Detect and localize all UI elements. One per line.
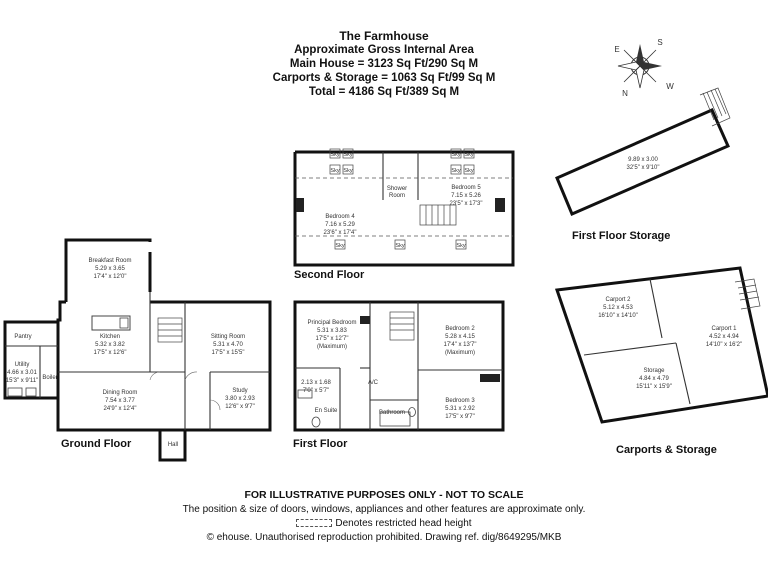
breakfast-room-imperial: 17'4" x 12'0" xyxy=(94,274,127,280)
compass-e: E xyxy=(614,45,619,54)
shower-room-label: Shower xyxy=(387,186,407,192)
disclaimer-heading: FOR ILLUSTRATIVE PURPOSES ONLY - NOT TO … xyxy=(244,489,524,501)
sky-label: Sky xyxy=(464,168,473,174)
sky-label: Sky xyxy=(343,152,352,158)
bedroom-2-metric: 5.28 x 4.15 xyxy=(445,334,475,340)
first-floor-plan xyxy=(293,300,505,432)
sky-label: Sky xyxy=(330,152,339,158)
first-floor-label: First Floor xyxy=(293,438,348,450)
copyright-text: © ehouse. Unauthorised reproduction proh… xyxy=(206,532,562,543)
bathroom-label: Bathroom xyxy=(379,410,405,416)
ensuite-label: En Suite xyxy=(315,408,338,414)
sky-label: Sky xyxy=(330,168,339,174)
carport-1-imperial: 14'10" x 16'2" xyxy=(706,342,742,348)
breakfast-room-label: Breakfast Room xyxy=(88,258,131,264)
total-area: Total = 4186 Sq Ft/389 Sq M xyxy=(308,86,460,98)
bedroom-4-imperial: 23'6" x 17'4" xyxy=(324,230,357,236)
restricted-height-swatch xyxy=(296,519,333,528)
bedroom-5-imperial: 23'5" x 17'3" xyxy=(450,201,483,207)
main-house-area: Main House = 3123 Sq Ft/290 Sq M xyxy=(289,58,479,70)
boiler-label: Boiler xyxy=(42,375,57,381)
area-subtitle: Approximate Gross Internal Area xyxy=(294,44,474,56)
bedroom-5-metric: 7.15 x 5.26 xyxy=(451,193,481,199)
bedroom-5-label: Bedroom 5 xyxy=(451,185,481,191)
sky-label: Sky xyxy=(456,243,465,249)
ac-label: A/C xyxy=(368,380,379,386)
breakfast-room-metric: 5.29 x 3.65 xyxy=(95,266,125,272)
compass-n: N xyxy=(622,89,628,98)
compass-icon: E S N W xyxy=(614,38,674,98)
bedroom-2-label: Bedroom 2 xyxy=(445,326,475,332)
second-floor-label: Second Floor xyxy=(294,269,365,281)
carport-2-label: Carport 2 xyxy=(605,297,631,303)
sitting-room-imperial: 17'5" x 15'5" xyxy=(212,350,245,356)
shower-room-label-2: Room xyxy=(389,193,405,199)
upper-storage-metric: 9.89 x 3.00 xyxy=(628,157,658,163)
sky-label: Sky xyxy=(464,152,473,158)
bedroom-2-imperial: 17'4" x 13'7" xyxy=(444,342,477,348)
upper-storage-imperial: 32'5" x 9'10" xyxy=(627,165,660,171)
bedroom-3-metric: 5.31 x 2.92 xyxy=(445,406,475,412)
principal-bedroom-note: (Maximum) xyxy=(317,344,347,350)
kitchen-metric: 5.32 x 3.82 xyxy=(95,342,125,348)
compass-w: W xyxy=(666,82,674,91)
second-floor-plan xyxy=(293,150,515,267)
bedroom-3-label: Bedroom 3 xyxy=(445,398,475,404)
carports-area: Carports & Storage = 1063 Sq Ft/99 Sq M xyxy=(272,72,496,84)
principal-bedroom-label: Principal Bedroom xyxy=(307,320,356,326)
study-metric: 3.80 x 2.93 xyxy=(225,396,255,402)
dining-room-imperial: 24'9" x 12'4" xyxy=(104,406,137,412)
utility-imperial: 15'3" x 9'11" xyxy=(6,378,38,384)
restricted-height-legend: Denotes restricted head height xyxy=(0,517,768,530)
bedroom-4-label: Bedroom 4 xyxy=(325,214,355,220)
hall-label: Hall xyxy=(168,442,178,448)
principal-bedroom-metric: 5.31 x 3.83 xyxy=(317,328,347,334)
carport-1-label: Carport 1 xyxy=(711,326,737,332)
carport-2-imperial: 16'10" x 14'10" xyxy=(598,313,638,319)
plan-title: The Farmhouse xyxy=(339,29,429,43)
storage-label: Storage xyxy=(643,368,665,374)
ground-floor-label: Ground Floor xyxy=(61,438,132,450)
ensuite-imperial: 7'0" x 5'7" xyxy=(303,388,329,394)
sky-label: Sky xyxy=(335,243,344,249)
kitchen-label: Kitchen xyxy=(100,334,120,340)
dining-room-metric: 7.54 x 3.77 xyxy=(105,398,135,404)
sky-label: Sky xyxy=(343,168,352,174)
carports-storage-plan xyxy=(554,266,768,424)
first-floor-storage-label: First Floor Storage xyxy=(572,230,671,242)
sitting-room-metric: 5.31 x 4.70 xyxy=(213,342,243,348)
pantry-label: Pantry xyxy=(14,334,31,340)
restricted-height-text: Denotes restricted head height xyxy=(335,518,472,529)
bedroom-3-imperial: 17'5" x 9'7" xyxy=(445,414,475,420)
kitchen-imperial: 17'5" x 12'6" xyxy=(94,350,127,356)
sky-label: Sky xyxy=(395,243,404,249)
study-imperial: 12'6" x 9'7" xyxy=(225,404,255,410)
carports-storage-label: Carports & Storage xyxy=(616,444,717,456)
disclaimer-text: The position & size of doors, windows, a… xyxy=(182,504,586,515)
skylights: Sky Sky Sky Sky Sky Sky Sky Sky Sky Sky … xyxy=(329,148,475,250)
dining-room-label: Dining Room xyxy=(103,390,138,396)
carport-2-metric: 5.12 x 4.53 xyxy=(603,305,633,311)
storage-imperial: 15'11" x 15'9" xyxy=(636,384,672,390)
ground-floor-plan xyxy=(3,238,272,462)
storage-metric: 4.84 x 4.79 xyxy=(639,376,669,382)
bedroom-2-note: (Maximum) xyxy=(445,350,475,356)
utility-metric: 4.66 x 3.01 xyxy=(7,370,37,376)
principal-bedroom-imperial: 17'5" x 12'7" xyxy=(316,336,349,342)
study-label: Study xyxy=(232,388,247,394)
sky-label: Sky xyxy=(451,168,460,174)
bedroom-4-metric: 7.16 x 5.29 xyxy=(325,222,355,228)
sky-label: Sky xyxy=(451,152,460,158)
utility-label: Utility xyxy=(15,362,30,368)
carport-1-metric: 4.52 x 4.94 xyxy=(709,334,739,340)
first-floor-storage-plan xyxy=(555,87,731,216)
compass-s: S xyxy=(657,38,662,47)
ensuite-metric: 2.13 x 1.68 xyxy=(301,380,331,386)
sitting-room-label: Sitting Room xyxy=(211,334,245,340)
